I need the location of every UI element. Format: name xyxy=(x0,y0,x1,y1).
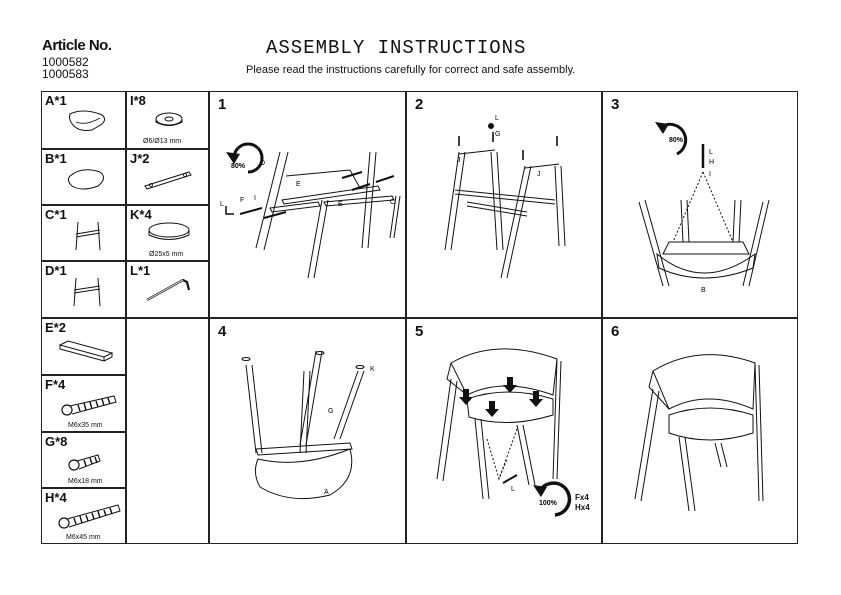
svg-text:G: G xyxy=(495,131,500,138)
article-number: 1000582 xyxy=(42,55,89,69)
svg-text:E: E xyxy=(296,181,301,188)
step-6-panel: 6 xyxy=(602,318,798,544)
step-6-illustration xyxy=(634,354,764,512)
part-cell-j: J*2 xyxy=(126,149,209,205)
part-cell-b: B*1 xyxy=(41,149,126,205)
step-4-panel: 4 K G A xyxy=(209,318,406,544)
step-3-illustration: 80% L H I B xyxy=(638,122,770,294)
svg-text:F: F xyxy=(240,197,244,204)
part-size: M6x45 mm xyxy=(66,534,101,541)
rotate-arrow-icon xyxy=(662,122,688,156)
part-label: H*4 xyxy=(45,490,67,505)
part-label: F*4 xyxy=(45,377,66,392)
allen-key-icon xyxy=(146,278,191,301)
arrow-down-icon xyxy=(485,401,499,417)
part-cell-g: G*8 M6x18 mm xyxy=(41,432,126,488)
part-label: L*1 xyxy=(130,263,151,278)
part-label: E*2 xyxy=(45,320,66,335)
svg-text:K: K xyxy=(370,366,375,373)
part-cell-e: E*2 xyxy=(41,318,126,375)
part-cell-k: K*4 Ø25x5 mm xyxy=(126,205,209,261)
step-number: 3 xyxy=(611,96,620,113)
svg-text:H: H xyxy=(709,159,714,166)
part-label: C*1 xyxy=(45,207,67,222)
tighten-percent: 80% xyxy=(669,137,684,144)
part-size: M6x35 mm xyxy=(68,422,103,429)
part-size: Ø6/Ø13 mm xyxy=(143,138,182,145)
step-1-panel: 1 80% D E E F I L C xyxy=(209,91,406,318)
rotate-arrow-icon xyxy=(539,481,572,517)
backrest-icon xyxy=(69,110,106,131)
svg-text:L: L xyxy=(220,201,224,208)
part-label: J*2 xyxy=(130,151,150,166)
part-label: G*8 xyxy=(45,434,68,449)
part-cell-l: L*1 xyxy=(126,261,209,318)
part-cell-a: A*1 xyxy=(41,91,126,149)
quantity-label: Hx4 xyxy=(575,503,590,512)
leg-frame-icon xyxy=(75,221,101,251)
washer-icon xyxy=(155,112,183,126)
step-4-illustration: K G A xyxy=(241,350,375,500)
step-number: 1 xyxy=(218,96,227,113)
step-5-illustration: L 100% xyxy=(436,348,572,517)
svg-text:J: J xyxy=(537,171,541,178)
allen-key-icon xyxy=(225,206,234,215)
part-cell-h: H*4 M6x45 mm xyxy=(41,488,126,544)
part-label: K*4 xyxy=(130,207,152,222)
rotate-arrow-icon xyxy=(232,142,264,174)
step-2-panel: 2 L G J J xyxy=(406,91,602,318)
part-cell-i: I*8 Ø6/Ø13 mm xyxy=(126,91,209,149)
step-number: 6 xyxy=(611,323,620,340)
part-label: D*1 xyxy=(45,263,67,278)
page-title: ASSEMBLY INSTRUCTIONS xyxy=(266,37,527,59)
part-size: M6x18 mm xyxy=(68,478,103,485)
svg-text:L: L xyxy=(709,149,713,156)
part-cell-d: D*1 xyxy=(41,261,126,318)
part-label: A*1 xyxy=(45,93,67,108)
svg-text:I: I xyxy=(709,171,711,178)
part-cell-c: C*1 xyxy=(41,205,126,261)
tighten-percent: 100% xyxy=(539,500,558,507)
arrow-down-icon xyxy=(459,389,473,405)
arrow-down-icon xyxy=(503,377,517,393)
bolt-icon xyxy=(61,395,117,416)
part-cell-f: F*4 M6x35 mm xyxy=(41,375,126,432)
bolt-icon xyxy=(68,454,101,471)
bracket-icon xyxy=(144,171,192,190)
part-size: Ø25x5 mm xyxy=(149,251,184,258)
seat-icon xyxy=(67,169,104,190)
step-number: 4 xyxy=(218,323,227,340)
svg-text:B: B xyxy=(701,287,706,294)
part-label: B*1 xyxy=(45,151,67,166)
rail-icon xyxy=(58,340,114,362)
svg-text:A: A xyxy=(324,489,329,496)
glide-pad-icon xyxy=(148,222,190,240)
step-2-illustration: L G J J xyxy=(444,115,566,279)
svg-text:L: L xyxy=(495,115,499,122)
svg-text:D: D xyxy=(260,160,265,167)
svg-text:C: C xyxy=(390,199,395,206)
step-number: 2 xyxy=(415,96,424,113)
tighten-percent: 80% xyxy=(231,163,246,170)
step-1-illustration: 80% D E E F I L C xyxy=(220,142,401,279)
leg-frame-icon xyxy=(73,277,101,307)
step-number: 5 xyxy=(415,323,424,340)
part-label: I*8 xyxy=(130,93,146,108)
svg-text:G: G xyxy=(328,408,333,415)
parts-empty-cell xyxy=(126,318,209,544)
article-label: Article No. xyxy=(42,37,112,54)
bolt-icon xyxy=(58,504,121,529)
quantity-label: Fx4 xyxy=(575,493,589,502)
svg-text:L: L xyxy=(511,486,515,493)
arrow-down-icon xyxy=(529,391,543,407)
article-number: 1000583 xyxy=(42,67,89,81)
svg-text:I: I xyxy=(254,195,256,202)
page-subtitle: Please read the instructions carefully f… xyxy=(246,64,576,76)
svg-text:E: E xyxy=(338,201,343,208)
step-3-panel: 3 80% L H I B xyxy=(602,91,798,318)
step-5-panel: 5 L 100% Fx4 Hx4 xyxy=(406,318,602,544)
svg-text:J: J xyxy=(457,157,461,164)
